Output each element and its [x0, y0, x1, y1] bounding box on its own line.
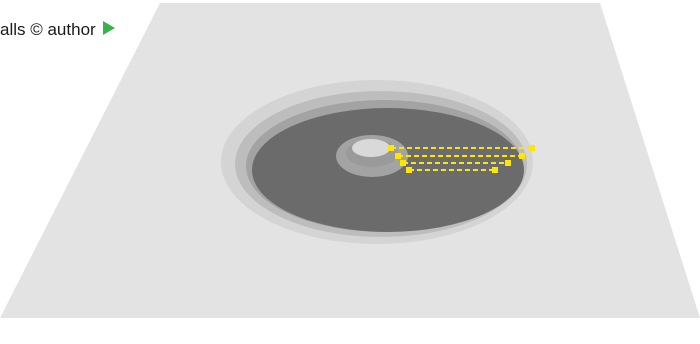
marker-dot-3-start: [400, 160, 406, 166]
central-mass-ball: [352, 139, 390, 157]
orbit-markers: [388, 145, 535, 173]
marker-dot-4-end: [492, 167, 498, 173]
marker-dot-2-start: [395, 153, 401, 159]
marker-dot-3-end: [505, 160, 511, 166]
marker-dot-1-end: [529, 145, 535, 151]
play-icon[interactable]: [102, 20, 116, 41]
credit-caption: alls © author: [0, 18, 116, 42]
credit-text: alls © author: [0, 20, 96, 39]
marker-dot-2-end: [519, 153, 525, 159]
marker-dot-4-start: [406, 167, 412, 173]
marker-dot-1-start: [388, 145, 394, 151]
